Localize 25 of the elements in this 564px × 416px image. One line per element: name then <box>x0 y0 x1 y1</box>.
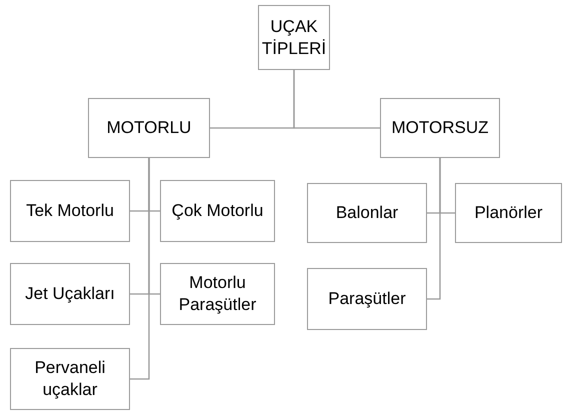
category-label: Balonlar <box>336 202 398 224</box>
category-label: MOTORLU <box>106 117 192 139</box>
category-box <box>307 268 427 330</box>
connector-line <box>427 158 441 300</box>
category-box <box>455 183 562 243</box>
category-box <box>258 5 330 70</box>
category-box <box>380 98 500 158</box>
connector-line <box>293 70 380 129</box>
category-label: Planörler <box>474 202 543 224</box>
category-box <box>10 263 130 325</box>
category-label: Motorlu Paraşütler <box>178 272 258 316</box>
category-label: Paraşütler <box>328 288 406 310</box>
category-box <box>160 180 275 242</box>
category-label: Tek Motorlu <box>26 200 114 222</box>
category-box <box>10 348 130 410</box>
connector-line <box>130 158 150 380</box>
category-label: Jet Uçakları <box>25 283 115 305</box>
category-label: UÇAK TİPLERİ <box>262 16 326 60</box>
category-label: Çok Motorlu <box>172 200 264 222</box>
category-box <box>10 180 130 242</box>
category-box <box>307 183 427 243</box>
category-label: MOTORSUZ <box>392 117 488 139</box>
category-label: Pervaneli uçaklar <box>34 357 106 401</box>
category-box <box>160 263 275 325</box>
category-box <box>88 98 210 158</box>
